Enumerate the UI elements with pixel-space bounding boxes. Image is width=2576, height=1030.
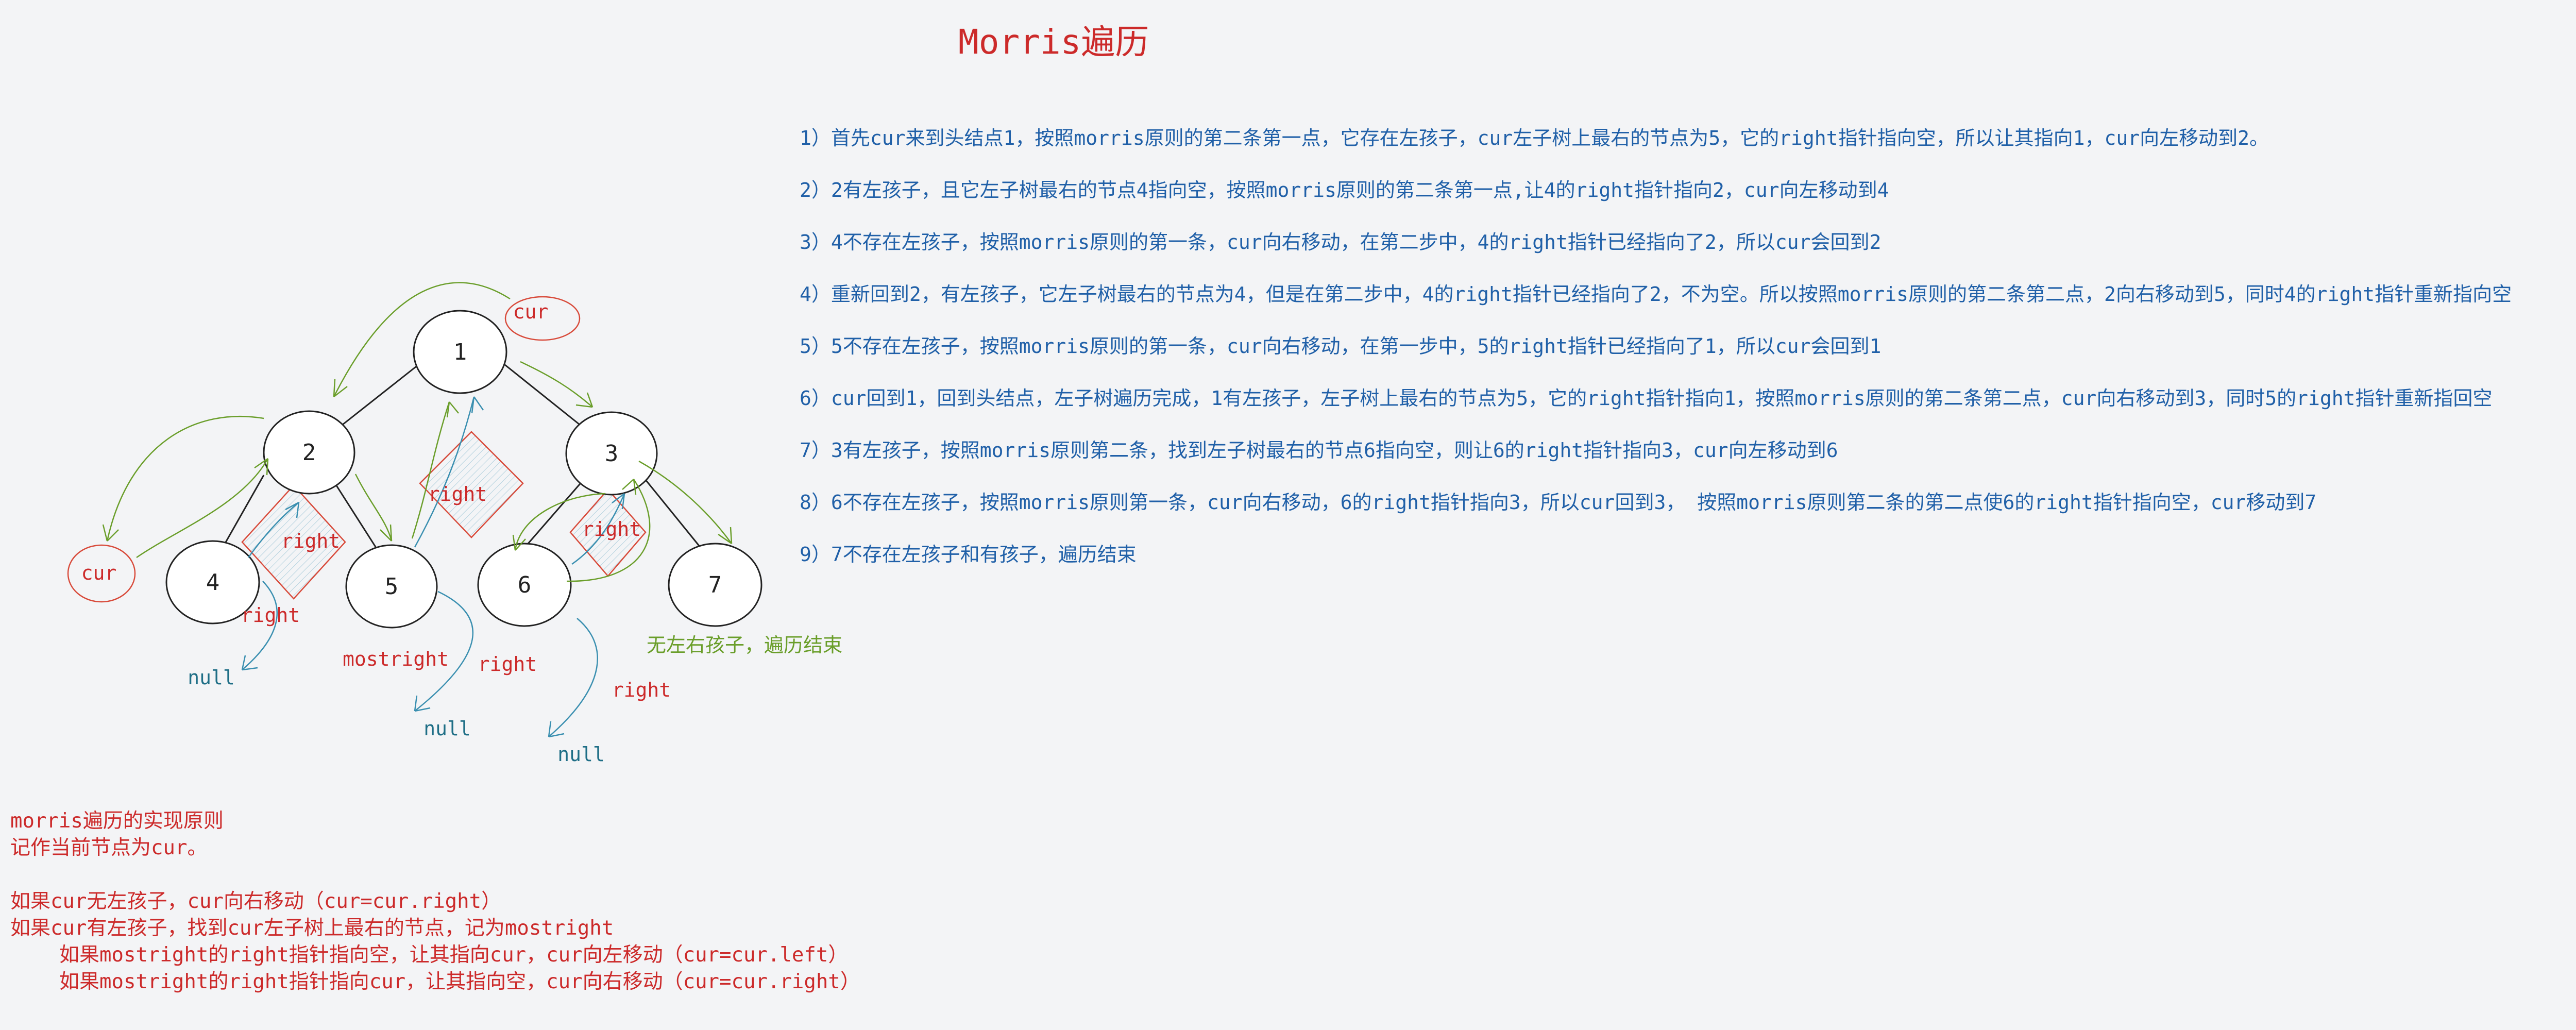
tree-diagram: 1 2 3 4 5 6 7 cur cur [67, 282, 842, 766]
principle-rule-2a: 如果mostright的right指针指向空，让其指向cur，cur向左移动（c… [59, 943, 849, 967]
tree-node: 6 [477, 543, 572, 627]
null-label: null [557, 743, 605, 766]
cur-marker [504, 296, 581, 341]
page-title: Morris遍历 [958, 22, 1149, 62]
right-label: right [612, 679, 671, 701]
step-item: 9）7不存在左孩子和有孩子，遍历结束 [800, 543, 1137, 566]
traversal-arrows [102, 282, 733, 582]
mostright-label: mostright [343, 648, 449, 670]
tree-node: 4 [165, 540, 260, 624]
right-pointer-arrows [241, 396, 625, 738]
tree-node: 5 [345, 544, 438, 629]
principles-note: 记作当前节点为cur。 [10, 836, 208, 859]
right-label: right [281, 530, 340, 552]
principle-rule-1: 如果cur无左孩子，cur向右移动（cur=cur.right） [10, 890, 502, 913]
step-item: 5）5不存在左孩子，按照morris原则的第一条，cur向右移动，在第一步中，5… [800, 335, 1882, 358]
tree-node: 2 [263, 410, 355, 495]
principle-rule-2b: 如果mostright的right指针指向cur，让其指向空，cur向右移动（c… [59, 970, 860, 993]
step-item: 3）4不存在左孩子，按照morris原则的第一条，cur向右移动，在第二步中，4… [800, 231, 1882, 254]
node-label: 4 [206, 569, 220, 596]
tree-node: 3 [565, 411, 658, 496]
step-item: 4）重新回到2，有左孩子，它左子树最右的节点为4，但是在第二步中，4的right… [800, 283, 2512, 306]
step-item: 8）6不存在左孩子，按照morris原则第一条，cur向右移动，6的right指… [800, 491, 2317, 514]
step-item: 2）2有左孩子，且它左子树最右的节点4指向空，按照morris原则的第二条第一点… [800, 179, 1889, 201]
node-label: 5 [385, 573, 399, 600]
node-label: 1 [453, 339, 467, 365]
cur-marker [67, 544, 136, 603]
step-item: 6）cur回到1，回到头结点，左子树遍历完成，1有左孩子，左子树上最右的节点为5… [800, 387, 2493, 410]
step-item: 7）3有左孩子，按照morris原则第二条，找到左子树最右的节点6指向空，则让6… [800, 439, 1838, 462]
tree-edges [222, 364, 702, 548]
right-pointer-diamond [419, 431, 524, 538]
null-label: null [188, 666, 235, 689]
cur-label: cur [513, 300, 549, 323]
tree-node: 1 [413, 310, 507, 394]
right-label: right [582, 518, 641, 541]
principle-rule-2: 如果cur有左孩子，找到cur左子树上最右的节点，记为mostright [10, 917, 614, 940]
node-label: 6 [518, 572, 532, 598]
step-list: 1）首先cur来到头结点1，按照morris原则的第二条第一点，它存在左孩子，c… [800, 126, 2512, 595]
right-label: right [241, 604, 300, 627]
right-label: right [428, 483, 487, 505]
principles-heading: morris遍历的实现原则 [10, 809, 224, 833]
node-label: 7 [708, 572, 722, 598]
morris-principles: morris遍历的实现原则 记作当前节点为cur。 如果cur无左孩子，cur向… [10, 808, 860, 995]
node-label: 3 [605, 441, 619, 467]
step-item: 1）首先cur来到头结点1，按照morris原则的第二条第一点，它存在左孩子，c… [800, 127, 2269, 149]
cur-label: cur [81, 562, 117, 584]
right-pointer-diamond [241, 484, 346, 600]
end-note: 无左右孩子，遍历结束 [647, 634, 842, 656]
null-label: null [423, 717, 471, 740]
right-label: right [478, 653, 537, 676]
tree-node: 7 [668, 543, 762, 627]
node-label: 2 [302, 440, 316, 466]
